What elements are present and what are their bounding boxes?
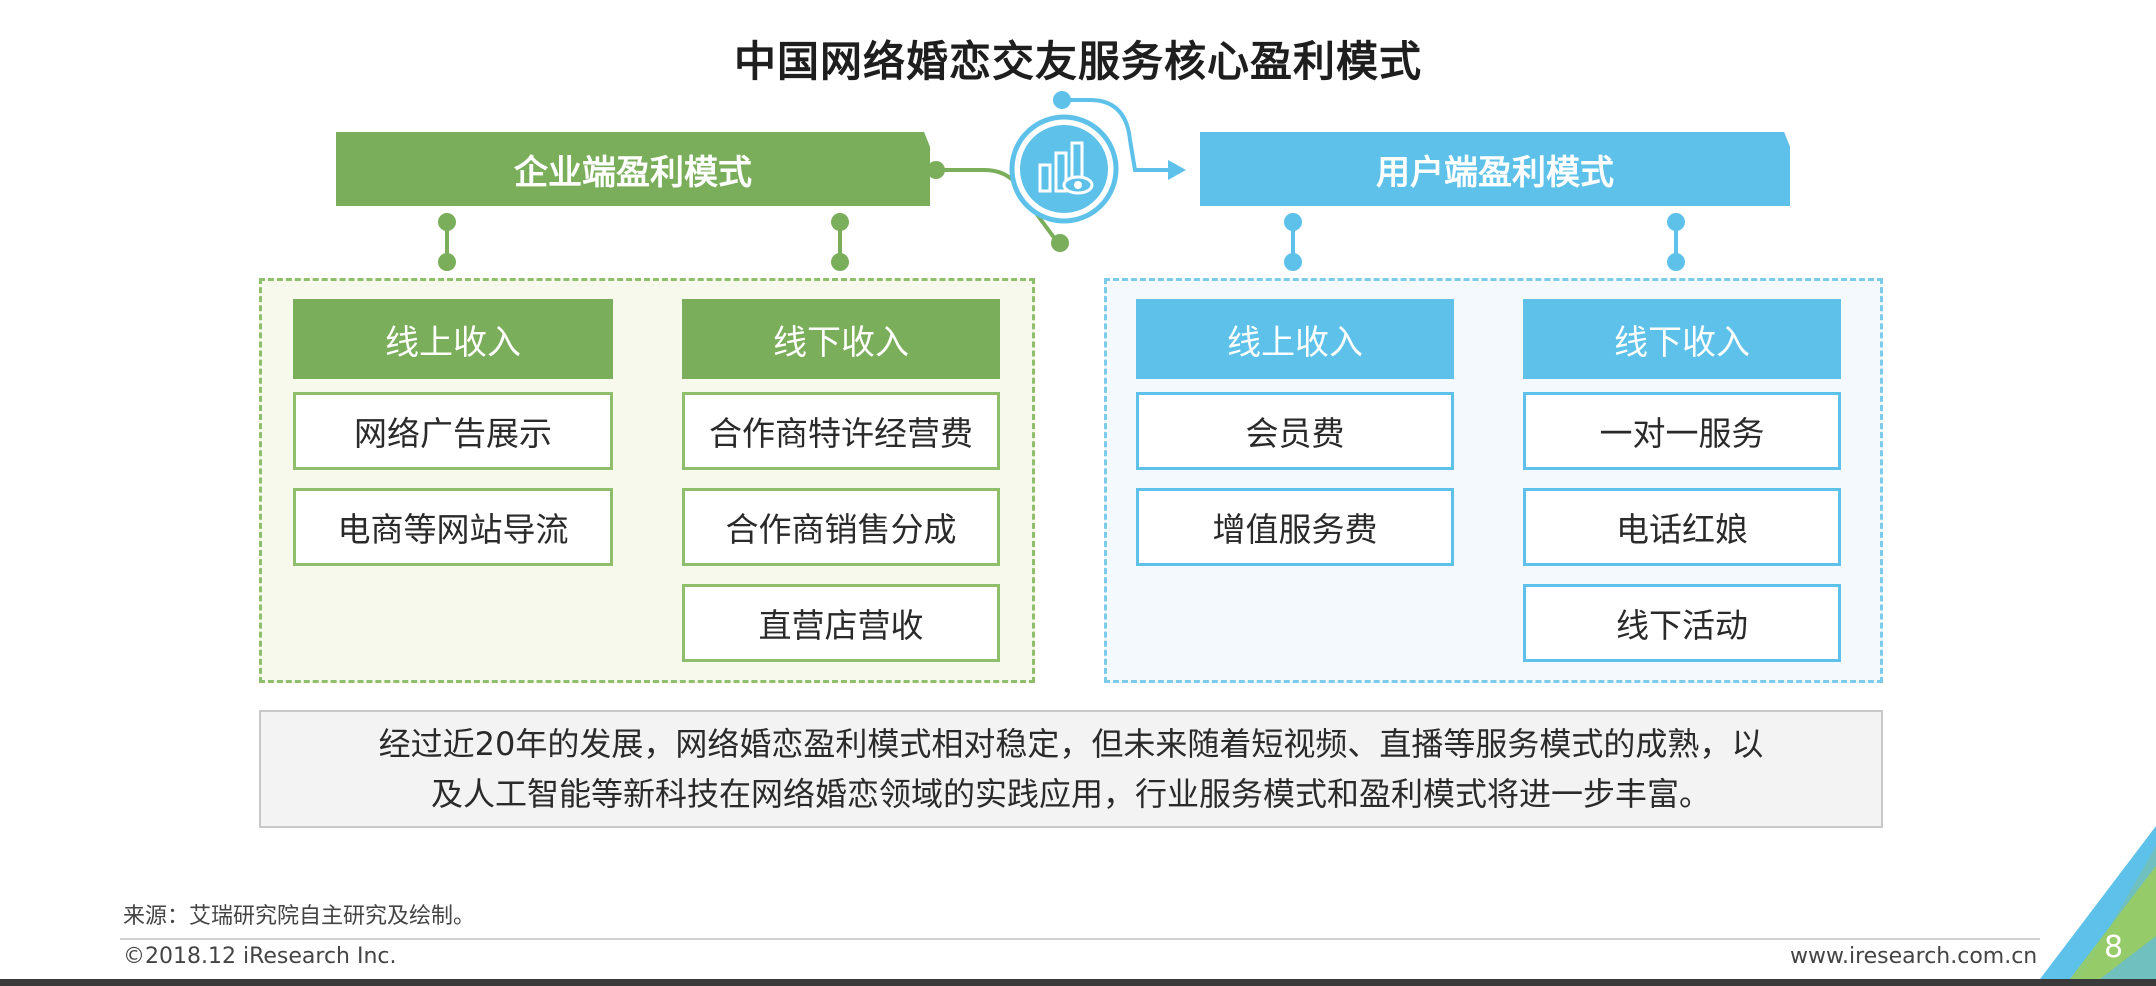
user-offline-label: 线下收入 [1614, 322, 1750, 363]
source-note: 来源：艾瑞研究院自主研究及绘制。 [123, 904, 476, 929]
chart-eye-icon [1008, 113, 1120, 225]
user-connectors [1284, 213, 1685, 271]
user-offline-item: 一对一服务 [1523, 392, 1841, 470]
user-header-label: 用户端盈利模式 [1376, 152, 1614, 193]
user-offline-item: 电话红娘 [1523, 488, 1841, 566]
enterprise-header: 企业端盈利模式 [336, 132, 930, 206]
user-online-label: 线上收入 [1227, 322, 1363, 363]
item-label: 合作商特许经营费 [709, 414, 973, 453]
user-offline-item: 线下活动 [1523, 584, 1841, 662]
item-label: 会员费 [1245, 414, 1345, 453]
enterprise-offline-item: 合作商特许经营费 [682, 392, 1000, 470]
enterprise-header-label: 企业端盈利模式 [514, 152, 752, 193]
user-online-item: 会员费 [1136, 392, 1454, 470]
bottom-border [0, 979, 2156, 986]
item-label: 线下活动 [1616, 606, 1748, 645]
summary-box: 经过近20年的发展，网络婚恋盈利模式相对稳定，但未来随着短视频、直播等服务模式的… [259, 710, 1883, 828]
page-title: 中国网络婚恋交友服务核心盈利模式 [733, 37, 1422, 86]
item-label: 一对一服务 [1599, 414, 1765, 453]
user-online-item: 增值服务费 [1136, 488, 1454, 566]
website: www.iresearch.com.cn [1790, 944, 2038, 969]
corner-decoration [2040, 826, 2156, 979]
enterprise-online-label: 线上收入 [385, 322, 521, 363]
item-label: 网络广告展示 [354, 414, 552, 453]
copyright: ©2018.12 iResearch Inc. [123, 944, 397, 969]
user-offline-head: 线下收入 [1523, 299, 1841, 379]
item-label: 直营店营收 [758, 606, 924, 645]
enterprise-offline-item: 直营店营收 [682, 584, 1000, 662]
enterprise-connectors [438, 213, 849, 271]
enterprise-offline-head: 线下收入 [682, 299, 1000, 379]
summary-line-1: 经过近20年的发展，网络婚恋盈利模式相对稳定，但未来随着短视频、直播等服务模式的… [378, 725, 1764, 763]
item-label: 增值服务费 [1212, 510, 1378, 549]
user-header: 用户端盈利模式 [1200, 132, 1790, 206]
enterprise-offline-item: 合作商销售分成 [682, 488, 1000, 566]
enterprise-offline-label: 线下收入 [773, 322, 909, 363]
item-label: 电商等网站导流 [337, 510, 569, 549]
enterprise-online-item: 电商等网站导流 [293, 488, 613, 566]
page-number: 8 [2104, 930, 2124, 965]
item-label: 电话红娘 [1616, 510, 1748, 549]
summary-line-2: 及人工智能等新科技在网络婚恋领域的实践应用，行业服务模式和盈利模式将进一步丰富。 [430, 775, 1711, 813]
item-label: 合作商销售分成 [725, 510, 957, 549]
footer-divider [120, 938, 2040, 940]
user-online-head: 线上收入 [1136, 299, 1454, 379]
enterprise-online-item: 网络广告展示 [293, 392, 613, 470]
enterprise-online-head: 线上收入 [293, 299, 613, 379]
